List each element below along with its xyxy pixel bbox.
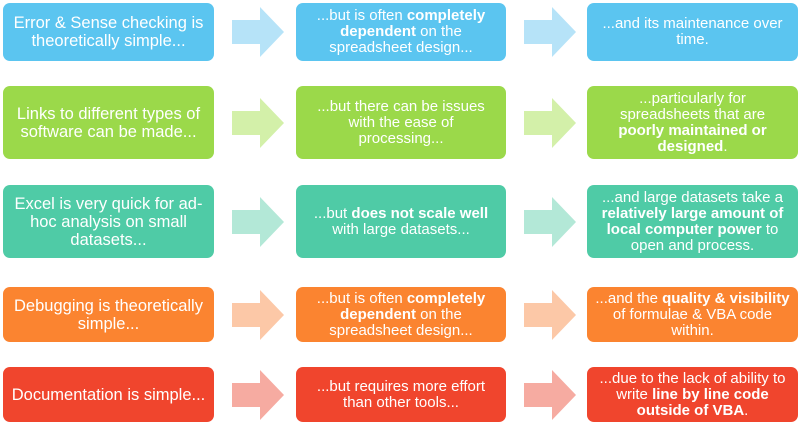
row1-box-3: ...and its maintenance over time. (587, 3, 798, 61)
text-segment: ...and its maintenance over time. (602, 15, 783, 48)
text-segment: ...and the (595, 289, 663, 307)
right-arrow-icon (232, 196, 284, 247)
box-text: ...but does not scale well with large da… (304, 204, 498, 238)
text-segment: ...particularly for spreadsheets that ar… (619, 89, 766, 123)
text-segment: ...but there can be issues with the ease… (317, 97, 485, 147)
row5-box-2: ...but requires more effort than other t… (296, 367, 506, 422)
text-segment: . (723, 137, 728, 155)
text-segment: of formulae & VBA code within. (612, 305, 773, 339)
box-text: ...but is often completely dependent on … (304, 8, 498, 56)
box-text: ...and the quality & visibility of formu… (595, 289, 790, 339)
text-segment: ...but (313, 204, 352, 222)
box-text: ...due to the lack of ability to write l… (595, 369, 790, 419)
bold-text: completely dependent (340, 289, 486, 323)
row1-box-2: ...but is often completely dependent on … (296, 3, 506, 61)
text-segment: Excel is very quick for ad-hoc analysis … (14, 194, 203, 249)
text-segment: ...but is often (316, 289, 407, 307)
text-segment: Documentation is simple... (11, 385, 206, 404)
text-segment: on the spreadsheet design... (329, 23, 473, 56)
box-text: ...but is often completely dependent on … (304, 289, 498, 339)
row3-box-2: ...but does not scale well with large da… (296, 185, 506, 258)
row2-box-3: ...particularly for spreadsheets that ar… (587, 86, 798, 159)
right-arrow-icon (232, 369, 284, 420)
text-segment: ...due to the lack of ability to write (599, 369, 786, 403)
text-segment: Error & Sense checking is theoretically … (13, 14, 204, 50)
box-text: ...and large datasets take a relatively … (595, 188, 790, 254)
row3-box-1: Excel is very quick for ad-hoc analysis … (3, 185, 214, 258)
box-text: ...particularly for spreadsheets that ar… (595, 89, 790, 155)
text-segment: . (744, 401, 749, 419)
row3-box-3: ...and large datasets take a relatively … (587, 185, 798, 258)
text-segment: on the spreadsheet design... (329, 305, 473, 339)
box-text: ...but there can be issues with the ease… (304, 97, 498, 147)
bold-text: does not scale well (351, 204, 489, 222)
box-text: Links to different types of software can… (11, 105, 206, 141)
row4-box-1: Debugging is theoretically simple... (3, 287, 214, 342)
bold-text: relatively large amount of local compute… (601, 204, 784, 238)
right-arrow-icon (232, 97, 284, 148)
box-text: Debugging is theoretically simple... (11, 297, 206, 333)
row5-box-3: ...due to the lack of ability to write l… (587, 367, 798, 422)
bold-text: quality & visibility (662, 289, 790, 307)
row2-box-2: ...but there can be issues with the ease… (296, 86, 506, 159)
right-arrow-icon (524, 196, 576, 247)
text-segment: ...but is often (316, 7, 407, 24)
box-text: ...and its maintenance over time. (595, 16, 790, 48)
text-segment: to open and process. (630, 220, 779, 254)
bold-text: line by line code outside of VBA (636, 385, 769, 419)
right-arrow-icon (524, 369, 576, 420)
text-segment: Debugging is theoretically simple... (14, 296, 203, 333)
box-text: ...but requires more effort than other t… (304, 377, 498, 411)
box-text: Documentation is simple... (12, 386, 206, 404)
box-text: Excel is very quick for ad-hoc analysis … (11, 195, 206, 249)
right-arrow-icon (524, 289, 576, 340)
text-segment: Links to different types of software can… (16, 104, 201, 141)
text-segment: ...but requires more effort than other t… (316, 377, 486, 411)
text-segment: with large datasets... (332, 220, 470, 238)
right-arrow-icon (232, 289, 284, 340)
row5-box-1: Documentation is simple... (3, 367, 214, 422)
row2-box-1: Links to different types of software can… (3, 86, 214, 159)
box-text: Error & Sense checking is theoretically … (11, 14, 206, 50)
row4-box-2: ...but is often completely dependent on … (296, 287, 506, 342)
row1-box-1: Error & Sense checking is theoretically … (3, 3, 214, 61)
text-segment: ...and large datasets take a (602, 188, 783, 206)
row4-box-3: ...and the quality & visibility of formu… (587, 287, 798, 342)
right-arrow-icon (524, 97, 576, 148)
bold-text: poorly maintained or designed (618, 121, 767, 155)
bold-text: completely dependent (340, 7, 486, 40)
right-arrow-icon (524, 7, 576, 57)
right-arrow-icon (232, 7, 284, 57)
